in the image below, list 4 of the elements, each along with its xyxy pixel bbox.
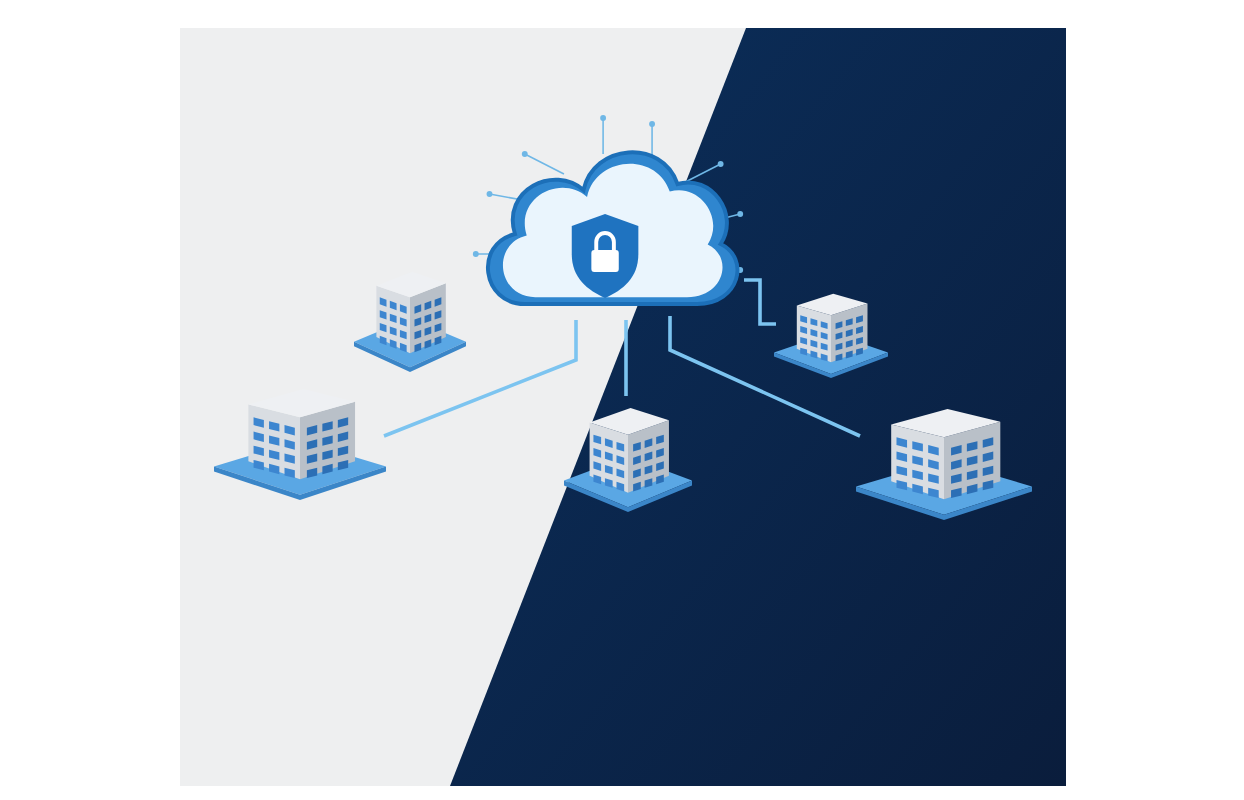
connector-line: [383, 320, 578, 438]
connector-line: [624, 320, 628, 396]
connector-line: [744, 278, 776, 326]
connector-line: [668, 316, 861, 438]
